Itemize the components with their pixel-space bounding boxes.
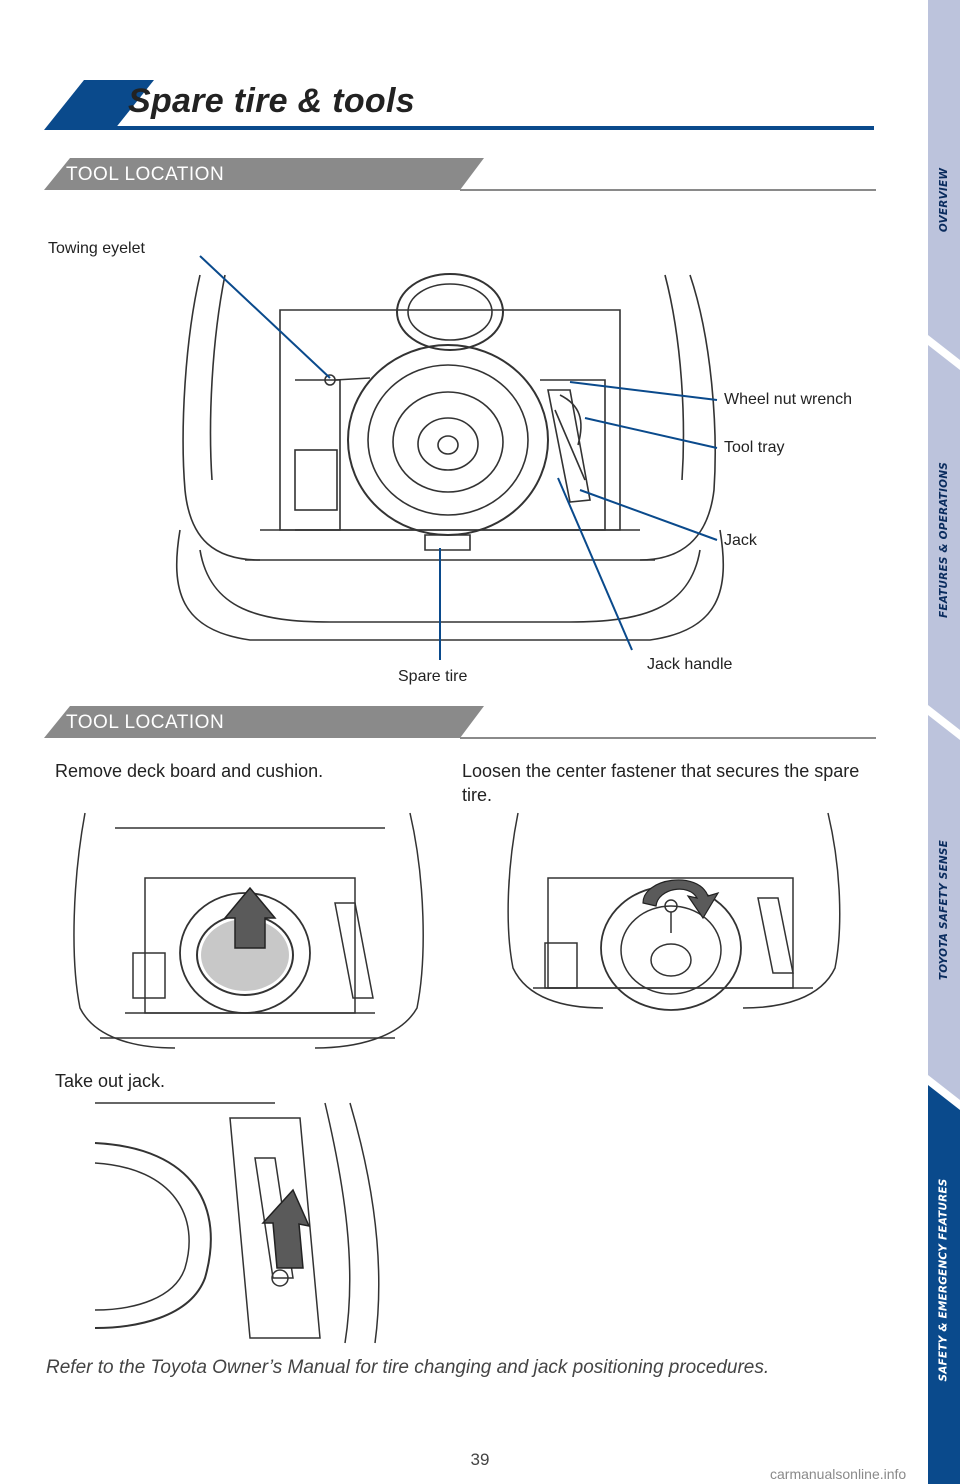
watermark: carmanualsonline.info [770, 1466, 907, 1482]
page-number: 39 [470, 1450, 490, 1469]
callout-tool-tray: Tool tray [724, 439, 785, 456]
leader-jack-handle [557, 477, 633, 651]
step-2-illustration [507, 812, 841, 1011]
leader-tool-tray [584, 417, 718, 449]
arrow-up-icon [261, 1188, 311, 1269]
step-1-illustration [73, 812, 424, 1049]
callout-wheel-nut-wrench: Wheel nut wrench [724, 391, 853, 408]
step-1-text: Remove deck board and cushion. [55, 761, 324, 781]
side-tabs-background [928, 0, 960, 1484]
callout-jack: Jack [724, 532, 757, 549]
callout-spare-tire: Spare tire [398, 668, 468, 685]
side-tabs: OVERVIEW FEATURES & OPERATIONS TOYOTA SA… [928, 0, 960, 1484]
section-label-2: TOOL LOCATION [66, 712, 225, 733]
step-2-text: Loosen the center fastener that secures … [462, 761, 860, 805]
arrow-up-icon [223, 886, 277, 949]
section-bar-1 [44, 158, 876, 191]
leader-towing-eyelet [199, 255, 331, 379]
step-3-text: Take out jack. [55, 1071, 166, 1091]
tab-toyota-safety-sense[interactable]: TOYOTA SAFETY SENSE [938, 839, 950, 981]
page-title: Spare tire & tools [128, 82, 415, 120]
title-bar [44, 80, 874, 130]
step-3-illustration [94, 1102, 380, 1344]
section-label-1: TOOL LOCATION [66, 164, 225, 185]
section-bar-2 [44, 706, 876, 739]
callout-towing-eyelet: Towing eyelet [48, 240, 145, 257]
leader-jack [579, 489, 718, 541]
trunk-illustration [175, 255, 725, 660]
callout-jack-handle: Jack handle [647, 656, 733, 673]
tab-safety-emergency[interactable]: SAFETY & EMERGENCY FEATURES [938, 1178, 951, 1382]
rotate-arrow-icon [642, 879, 720, 920]
footer-note: Refer to the Toyota Owner’s Manual for t… [46, 1357, 770, 1378]
leader-wheel-nut-wrench [569, 381, 718, 401]
